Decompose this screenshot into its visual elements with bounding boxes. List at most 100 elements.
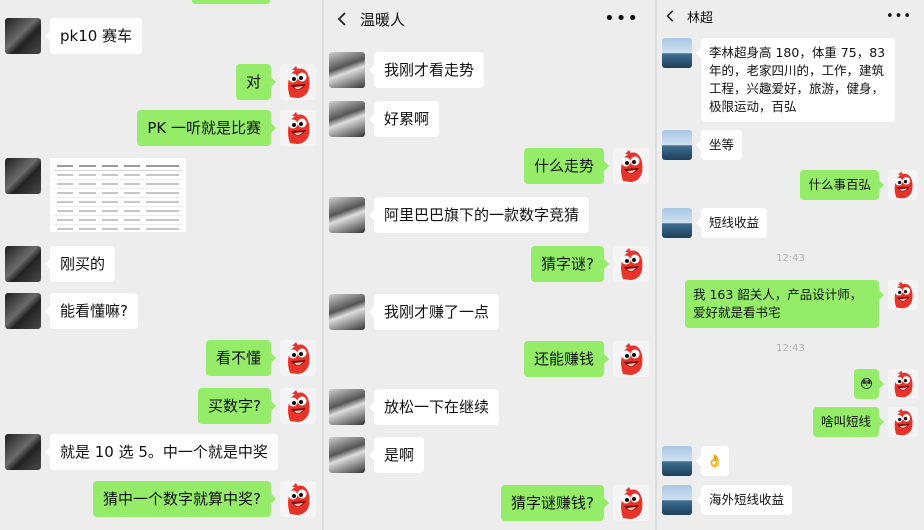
back-arrow-icon[interactable]	[665, 10, 677, 22]
self-avatar[interactable]	[613, 485, 649, 521]
contact-avatar[interactable]	[5, 158, 41, 194]
incoming-message: 是啊	[324, 437, 655, 473]
contact-avatar[interactable]	[329, 52, 365, 88]
chat-title: 温暖人	[360, 10, 406, 29]
outgoing-message: 看不懂	[0, 340, 322, 376]
table-image-thumbnail[interactable]	[50, 158, 186, 234]
self-avatar[interactable]	[888, 369, 918, 399]
contact-avatar[interactable]	[329, 294, 365, 330]
incoming-message	[0, 158, 322, 234]
contact-avatar[interactable]	[5, 246, 41, 282]
contact-avatar[interactable]	[662, 446, 692, 476]
contact-avatar[interactable]	[662, 38, 692, 68]
message-bubble[interactable]: 坐等	[695, 130, 743, 160]
self-avatar[interactable]	[280, 110, 316, 146]
outgoing-message: 猜字谜赚钱?	[324, 485, 655, 521]
self-avatar[interactable]	[280, 388, 316, 424]
self-avatar[interactable]	[280, 481, 316, 517]
message-bubble[interactable]: 👌	[696, 446, 729, 476]
message-bubble[interactable]: 阿里巴巴旗下的一款数字竞猜	[368, 197, 590, 233]
chat-header: 温暖人 •••	[324, 0, 655, 38]
message-bubble[interactable]: 猜中一个数字就算中奖?	[93, 481, 276, 517]
incoming-message: 放松一下在继续	[324, 389, 655, 425]
contact-avatar[interactable]	[662, 485, 692, 515]
self-avatar[interactable]	[888, 407, 918, 437]
message-bubble[interactable]: 还能赚钱	[523, 341, 610, 377]
chat-panel-2: 温暖人 ••• 我刚才看走势好累啊什么走势阿里巴巴旗下的一款数字竞猜猜字谜?我刚…	[324, 0, 655, 530]
message-bubble[interactable]: 😳	[853, 369, 885, 399]
mascot-avatar-icon	[613, 485, 649, 521]
outgoing-message: 什么走势	[324, 148, 655, 184]
message-bubble[interactable]: 能看懂嘛?	[45, 293, 138, 329]
message-bubble[interactable]: 好累啊	[368, 101, 440, 137]
incoming-message: 就是 10 选 5。中一个就是中奖	[0, 434, 322, 470]
message-bubble[interactable]: 放松一下在继续	[368, 389, 500, 425]
contact-avatar[interactable]	[5, 293, 41, 329]
message-bubble[interactable]: 看不懂	[205, 340, 277, 376]
outgoing-message: 猜字谜?	[324, 246, 655, 282]
mascot-avatar-icon	[888, 280, 918, 310]
chat-panel-3: 林超 ••• 李林超身高 180，体重 75，83 年的，老家四川的，工作，建筑…	[657, 0, 924, 530]
incoming-message: 👌	[657, 446, 924, 476]
incoming-message: 能看懂嘛?	[0, 293, 322, 329]
message-bubble[interactable]: 我刚才赚了一点	[368, 294, 500, 330]
mascot-avatar-icon	[280, 110, 316, 146]
message-bubble[interactable]: 我 163 韶关人，产品设计师，爱好就是看书宅	[685, 280, 884, 328]
message-bubble[interactable]: 猜字谜?	[531, 246, 609, 282]
message-bubble[interactable]: 什么事百弘	[800, 170, 884, 200]
mascot-avatar-icon	[280, 481, 316, 517]
message-bubble[interactable]: 是啊	[368, 437, 425, 473]
incoming-message: 阿里巴巴旗下的一款数字竞猜	[324, 197, 655, 233]
timestamp: 12:43	[776, 253, 805, 264]
outgoing-message: PK 一听就是比赛	[0, 110, 322, 146]
self-avatar[interactable]	[280, 64, 316, 100]
incoming-message: 短线收益	[657, 208, 924, 238]
contact-avatar[interactable]	[5, 434, 41, 470]
contact-avatar[interactable]	[662, 130, 692, 160]
more-options-icon[interactable]: •••	[604, 8, 639, 29]
outgoing-message: 什么事百弘	[657, 170, 924, 200]
chat-panel-1: pk10 赛车对 PK 一听就是比赛刚买的能看懂嘛? 看不懂买数字? 就是 10 选 …	[0, 0, 322, 530]
message-bubble[interactable]: PK 一听就是比赛	[137, 110, 276, 146]
self-avatar[interactable]	[613, 246, 649, 282]
mascot-avatar-icon	[280, 340, 316, 376]
contact-avatar[interactable]	[329, 197, 365, 233]
message-bubble[interactable]: 我刚才看走势	[368, 52, 485, 88]
self-avatar[interactable]	[280, 340, 316, 376]
contact-avatar[interactable]	[329, 437, 365, 473]
incoming-message: 刚买的	[0, 246, 322, 282]
self-avatar[interactable]	[888, 280, 918, 310]
back-arrow-icon[interactable]	[336, 12, 350, 26]
message-bubble[interactable]: 什么走势	[523, 148, 610, 184]
message-list[interactable]: pk10 赛车对 PK 一听就是比赛刚买的能看懂嘛? 看不懂买数字? 就是 10 选 …	[0, 0, 322, 530]
self-avatar[interactable]	[613, 148, 649, 184]
chat-header: 林超 •••	[657, 0, 924, 32]
contact-avatar[interactable]	[662, 208, 692, 238]
contact-avatar[interactable]	[5, 18, 41, 54]
incoming-message: 好累啊	[324, 101, 655, 137]
contact-avatar[interactable]	[329, 389, 365, 425]
message-bubble[interactable]: 海外短线收益	[695, 485, 793, 515]
message-bubble[interactable]: 对	[235, 64, 277, 100]
message-bubble[interactable]: 猜字谜赚钱?	[501, 485, 609, 521]
incoming-message: 海外短线收益	[657, 485, 924, 515]
message-bubble[interactable]: 短线收益	[695, 208, 768, 238]
message-bubble[interactable]: 买数字?	[198, 388, 276, 424]
outgoing-message: 对	[0, 64, 322, 100]
message-bubble[interactable]: 李林超身高 180，体重 75，83 年的，老家四川的，工作，建筑工程，兴趣爱好…	[696, 38, 895, 122]
cut-off-bubble	[192, 0, 270, 4]
message-bubble[interactable]: 就是 10 选 5。中一个就是中奖	[45, 434, 278, 470]
message-list[interactable]: 李林超身高 180，体重 75，83 年的，老家四川的，工作，建筑工程，兴趣爱好…	[657, 0, 924, 530]
outgoing-message: 还能赚钱	[324, 341, 655, 377]
mascot-avatar-icon	[613, 148, 649, 184]
message-list[interactable]: 我刚才看走势好累啊什么走势阿里巴巴旗下的一款数字竞猜猜字谜? 我刚才赚了一点还能赚…	[324, 0, 655, 530]
self-avatar[interactable]	[613, 341, 649, 377]
message-bubble[interactable]: pk10 赛车	[44, 18, 143, 54]
message-bubble[interactable]: 刚买的	[44, 246, 116, 282]
more-options-icon[interactable]: •••	[885, 8, 912, 24]
message-bubble[interactable]: 啥叫短线	[812, 407, 885, 437]
self-avatar[interactable]	[888, 170, 918, 200]
contact-avatar[interactable]	[329, 101, 365, 137]
timestamp: 12:43	[776, 343, 805, 354]
